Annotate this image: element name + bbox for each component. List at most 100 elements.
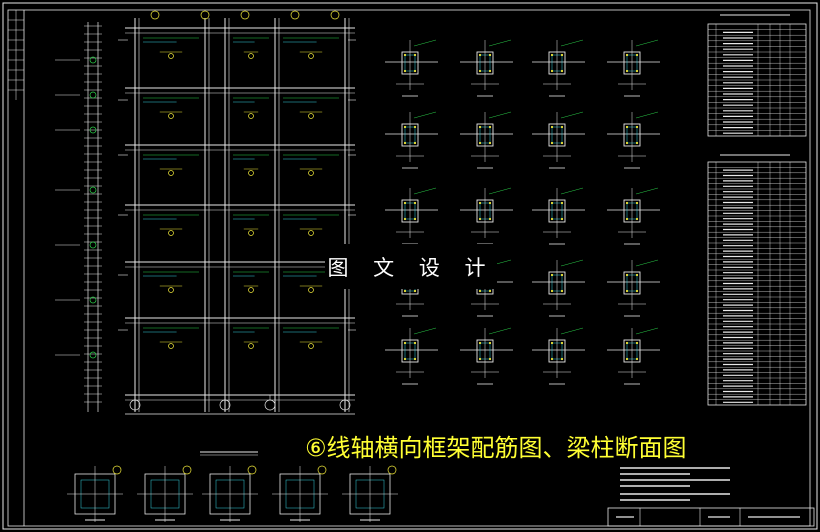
top-axis-bubble (200, 10, 210, 20)
rebar-dot (488, 201, 492, 205)
column-axis-bubble (387, 465, 397, 475)
rebar-dot (625, 217, 629, 221)
rebar-dot (560, 53, 564, 57)
rebar-dot (625, 201, 629, 205)
section-leader (560, 259, 584, 267)
rebar-dot (478, 53, 482, 57)
section-marker (308, 170, 314, 176)
rebar-dot (478, 201, 482, 205)
top-axis-bubble (150, 10, 160, 20)
top-axis-bubble (240, 10, 250, 20)
column-axis-bubble (182, 465, 192, 475)
rebar-dot (635, 341, 639, 345)
rebar-dot (625, 341, 629, 345)
rebar-dot (403, 53, 407, 57)
level-marker (89, 91, 97, 99)
rebar-dot (560, 273, 564, 277)
rebar-dot (625, 53, 629, 57)
section-marker (248, 287, 254, 293)
rebar-dot (635, 273, 639, 277)
rebar-dot (625, 141, 629, 145)
axis-bubble (264, 399, 276, 411)
section-marker (308, 287, 314, 293)
column-axis-bubble (317, 465, 327, 475)
rebar-dot (550, 357, 554, 361)
rebar-dot (478, 357, 482, 361)
rebar-dot (625, 289, 629, 293)
rebar-dot (478, 125, 482, 129)
rebar-dot (635, 357, 639, 361)
rebar-dot (488, 125, 492, 129)
level-marker (89, 56, 97, 64)
section-leader (635, 111, 659, 119)
rebar-dot (550, 273, 554, 277)
rebar-dot (560, 125, 564, 129)
rebar-dot (478, 289, 482, 293)
rebar-dot (413, 125, 417, 129)
rebar-dot (403, 69, 407, 73)
rebar-dot (550, 69, 554, 73)
section-leader (635, 259, 659, 267)
section-marker (168, 287, 174, 293)
level-marker (89, 351, 97, 359)
rebar-schedule-lower (707, 161, 807, 406)
rebar-dot (413, 289, 417, 293)
rebar-dot (488, 217, 492, 221)
rebar-dot (550, 341, 554, 345)
section-marker (248, 230, 254, 236)
section-leader (488, 187, 512, 195)
rebar-dot (413, 201, 417, 205)
section-marker (308, 343, 314, 349)
rebar-dot (413, 53, 417, 57)
section-leader (488, 111, 512, 119)
rebar-dot (413, 141, 417, 145)
rebar-dot (403, 141, 407, 145)
rebar-dot (560, 69, 564, 73)
rebar-dot (635, 69, 639, 73)
section-marker (168, 343, 174, 349)
level-marker (89, 241, 97, 249)
rebar-dot (478, 141, 482, 145)
rebar-dot (403, 217, 407, 221)
rebar-dot (478, 69, 482, 73)
watermark-text: 图 文 设 计 (327, 255, 495, 280)
rebar-dot (413, 69, 417, 73)
rebar-dot (625, 273, 629, 277)
rebar-dot (635, 53, 639, 57)
section-leader (635, 39, 659, 47)
rebar-dot (635, 141, 639, 145)
section-marker (248, 170, 254, 176)
rebar-dot (635, 289, 639, 293)
section-leader (560, 187, 584, 195)
rebar-dot (488, 341, 492, 345)
rebar-dot (478, 217, 482, 221)
title-block (607, 507, 815, 527)
rebar-dot (560, 289, 564, 293)
column-axis-bubble (247, 465, 257, 475)
section-leader (635, 187, 659, 195)
level-marker (89, 186, 97, 194)
drawing-frame (7, 9, 811, 527)
section-marker (308, 53, 314, 59)
section-leader (413, 39, 437, 47)
rebar-dot (413, 217, 417, 221)
rebar-dot (403, 357, 407, 361)
rebar-dot (560, 357, 564, 361)
top-axis-bubble (290, 10, 300, 20)
section-leader (413, 187, 437, 195)
section-marker (168, 113, 174, 119)
rebar-dot (550, 141, 554, 145)
section-marker (248, 343, 254, 349)
rebar-dot (550, 125, 554, 129)
level-marker (89, 296, 97, 304)
rebar-dot (560, 201, 564, 205)
section-leader (413, 327, 437, 335)
rebar-dot (403, 289, 407, 293)
rebar-dot (478, 341, 482, 345)
rebar-dot (635, 217, 639, 221)
watermark-box: 图 文 设 计 (325, 244, 497, 289)
rebar-dot (403, 341, 407, 345)
